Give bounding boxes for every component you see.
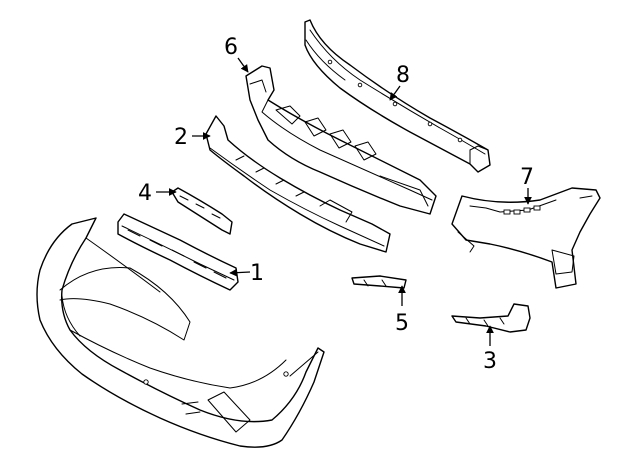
callout-2: 2 <box>174 125 188 150</box>
bumper-cover <box>36 217 325 448</box>
callout-8: 8 <box>396 63 410 88</box>
callout-leaders <box>156 57 532 346</box>
callout-3: 3 <box>483 349 497 374</box>
callout-7: 7 <box>520 165 534 190</box>
part-4-rail <box>171 187 233 235</box>
part-3-lower-bracket <box>451 303 531 333</box>
part-7-side-bracket <box>451 187 601 289</box>
callout-4: 4 <box>138 181 152 206</box>
callout-5: 5 <box>395 311 409 336</box>
leader-6 <box>237 57 249 73</box>
part-1-grille <box>117 213 239 291</box>
part-2-bracket <box>205 115 391 253</box>
leader-8 <box>389 85 401 101</box>
callout-1: 1 <box>250 261 264 286</box>
part-8-impact-bar <box>304 19 491 173</box>
part-5-clip <box>351 275 407 289</box>
leader-1 <box>229 268 251 277</box>
part-6-absorber <box>245 65 437 215</box>
callout-6: 6 <box>224 35 238 60</box>
